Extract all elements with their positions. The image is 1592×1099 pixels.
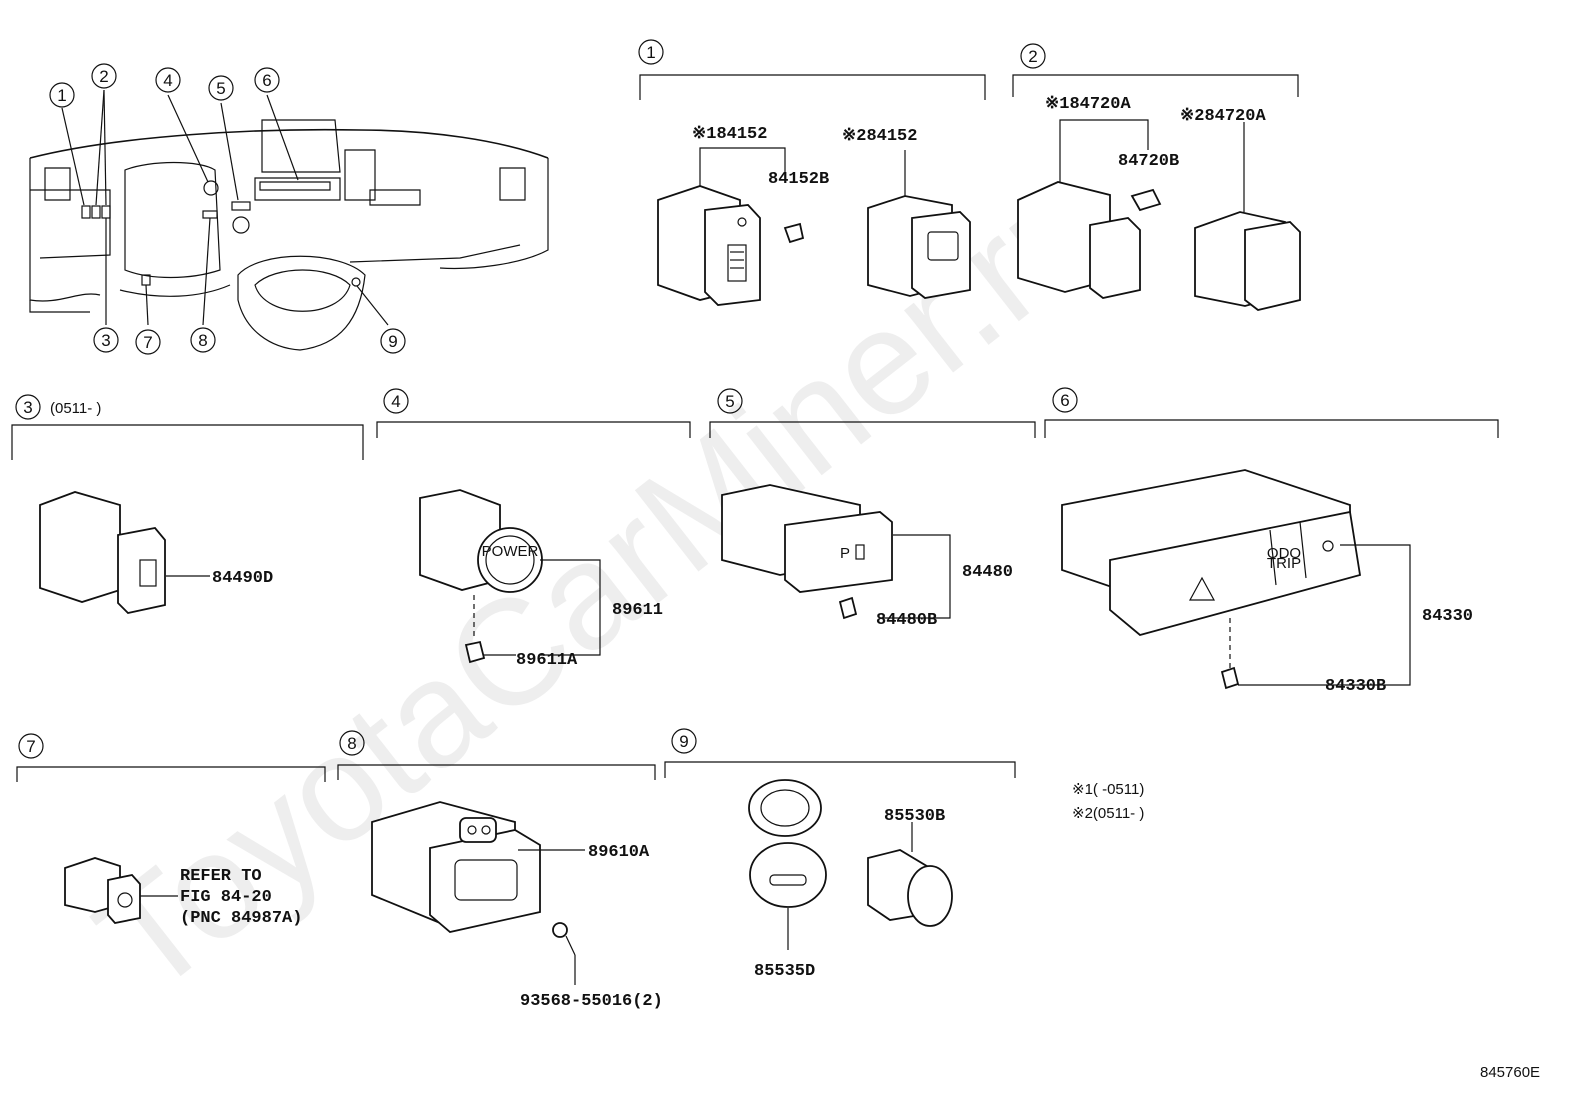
svg-text:4: 4 bbox=[163, 71, 172, 90]
overview-callout-6[interactable]: 6 bbox=[254, 67, 280, 93]
svg-text:7: 7 bbox=[143, 333, 152, 352]
part-85530B[interactable]: 85530B bbox=[884, 807, 945, 826]
svg-text:POWER: POWER bbox=[482, 543, 539, 560]
svg-text:5: 5 bbox=[216, 79, 225, 98]
part-84720A-s2[interactable]: ※284720A bbox=[1180, 107, 1266, 126]
ref-line-3: (PNC 84987A) bbox=[180, 909, 302, 928]
overview-callout-9[interactable]: 9 bbox=[380, 328, 406, 354]
section-1-number: 1 bbox=[646, 43, 655, 62]
part-84480[interactable]: 84480 bbox=[962, 563, 1013, 582]
section-1: 1 ※184152 84152B ※284152 bbox=[638, 39, 986, 306]
part-84330B[interactable]: 84330B bbox=[1325, 677, 1386, 696]
part-84480B[interactable]: 84480B bbox=[876, 611, 937, 630]
svg-text:6: 6 bbox=[262, 71, 271, 90]
overview-callout-7[interactable]: 7 bbox=[135, 329, 161, 355]
svg-text:9: 9 bbox=[388, 332, 397, 351]
switch-84720A-2-icon bbox=[1194, 211, 1301, 311]
section-2: 2 ※184720A 84720B ※284720A bbox=[1012, 43, 1301, 311]
svg-text:8: 8 bbox=[198, 331, 207, 350]
section-3-date: (0511- ) bbox=[50, 400, 101, 417]
bulb-icon bbox=[783, 222, 805, 244]
overview-callout-3[interactable]: 3 bbox=[93, 327, 119, 353]
svg-text:4: 4 bbox=[391, 392, 400, 411]
part-84152-s2[interactable]: ※284152 bbox=[842, 127, 917, 146]
part-85535D[interactable]: 85535D bbox=[754, 962, 815, 981]
svg-text:8: 8 bbox=[347, 734, 356, 753]
part-84720A-s1[interactable]: ※184720A bbox=[1045, 95, 1131, 114]
svg-text:3: 3 bbox=[101, 331, 110, 350]
section-2-number: 2 bbox=[1028, 47, 1037, 66]
svg-text:9: 9 bbox=[679, 732, 688, 751]
part-84720B[interactable]: 84720B bbox=[1118, 152, 1179, 171]
section-4: 4 POWER 89611 89611A bbox=[376, 388, 691, 670]
mirror-switch-icon bbox=[867, 195, 971, 299]
overview-callout-1[interactable]: 1 bbox=[49, 82, 75, 108]
svg-text:7: 7 bbox=[26, 737, 35, 756]
part-89611A[interactable]: 89611A bbox=[516, 651, 578, 670]
light-control-switch-icon bbox=[657, 185, 761, 306]
cigarette-lighter-icon bbox=[867, 849, 953, 927]
note-2: ※2(0511- ) bbox=[1072, 805, 1144, 822]
part-89610A[interactable]: 89610A bbox=[588, 843, 650, 862]
svg-text:P: P bbox=[840, 545, 850, 562]
control-unit-icon bbox=[371, 801, 541, 933]
power-outlet-icon bbox=[748, 779, 827, 908]
heater-switch-icon bbox=[39, 491, 166, 614]
note-1: ※1( -0511) bbox=[1072, 781, 1144, 798]
part-84490D[interactable]: 84490D bbox=[212, 569, 273, 588]
overview-callout-5[interactable]: 5 bbox=[208, 75, 234, 101]
section-8: 8 89610A 93568-55016(2) bbox=[337, 730, 663, 1011]
switch-84720A-icon bbox=[1017, 181, 1141, 299]
svg-text:6: 6 bbox=[1060, 391, 1069, 410]
part-89611[interactable]: 89611 bbox=[612, 601, 663, 620]
switch-icon bbox=[64, 857, 141, 924]
shift-indicator-icon: P bbox=[721, 484, 893, 593]
overview-callout-8[interactable]: 8 bbox=[190, 327, 216, 353]
screw-icon bbox=[552, 922, 576, 956]
bulb-icon bbox=[1130, 188, 1162, 212]
part-93568-55016[interactable]: 93568-55016(2) bbox=[520, 992, 663, 1011]
bulb-icon bbox=[1220, 666, 1240, 690]
section-9: 9 85535D 85530B bbox=[664, 728, 1016, 981]
bulb-icon bbox=[464, 640, 486, 664]
section-3: 3 (0511- ) 84490D bbox=[11, 394, 364, 614]
svg-text:5: 5 bbox=[725, 392, 734, 411]
hazard-switch-panel-icon: ODO TRIP bbox=[1061, 469, 1362, 636]
ref-line-2: FIG 84-20 bbox=[180, 888, 272, 907]
section-6: 6 ODO TRIP 84330 84330B bbox=[1044, 387, 1499, 696]
section-5: 5 P 84480 84480B bbox=[709, 388, 1036, 630]
overview-callout-4[interactable]: 4 bbox=[155, 67, 181, 93]
part-84330[interactable]: 84330 bbox=[1422, 607, 1473, 626]
svg-text:TRIP: TRIP bbox=[1267, 555, 1301, 572]
svg-text:3: 3 bbox=[23, 398, 32, 417]
power-button-icon: POWER bbox=[419, 489, 543, 593]
svg-text:ODO: ODO bbox=[1267, 545, 1301, 562]
svg-text:1: 1 bbox=[57, 86, 66, 105]
ref-line-1: REFER TO bbox=[180, 867, 262, 886]
figure-id: 845760E bbox=[1480, 1064, 1540, 1081]
svg-text:2: 2 bbox=[99, 67, 108, 86]
dashboard-overview: 1 2 3 4 5 6 7 8 9 bbox=[29, 63, 549, 355]
section-7: 7 REFER TO FIG 84-20 (PNC 84987A) bbox=[16, 733, 326, 928]
bulb-icon bbox=[838, 596, 858, 620]
overview-callout-2[interactable]: 2 bbox=[91, 63, 117, 89]
part-84152-s1[interactable]: ※184152 bbox=[692, 125, 767, 144]
part-84152B[interactable]: 84152B bbox=[768, 170, 829, 189]
